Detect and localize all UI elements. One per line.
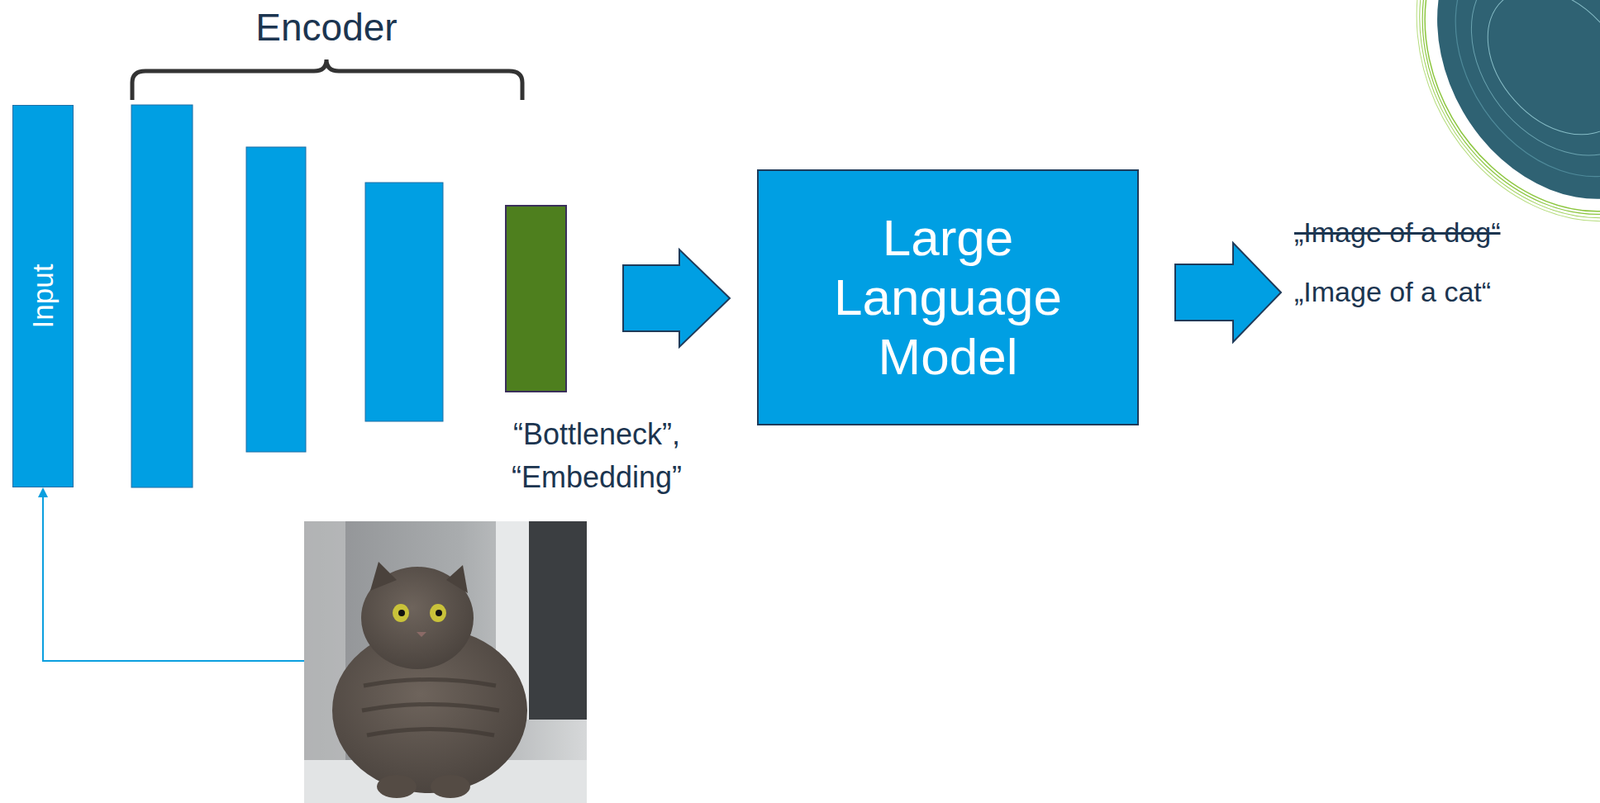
output-text: „Image of a cat“ [1294,271,1491,313]
encoder-bracket [132,59,523,100]
bottleneck-bar [505,205,567,392]
feed-line [42,495,305,662]
cat-photo [304,521,587,803]
feed-arrowhead [38,487,48,498]
group-title: Encoder [255,0,397,55]
block-arrow [1175,242,1281,343]
input-bar: Input [12,104,74,488]
encoder-layer [131,104,193,488]
block-arrow [623,249,730,348]
output-text: „Image of a dog“ [1294,212,1500,253]
encoder-layer [246,147,306,453]
encoder-layer [365,182,443,422]
node-text: Input [28,264,58,329]
node-text: Large Language Model [771,208,1124,387]
model-box: Large Language Model [757,169,1139,426]
bottleneck-label: “Bottleneck”, “Embedding” [485,413,709,500]
